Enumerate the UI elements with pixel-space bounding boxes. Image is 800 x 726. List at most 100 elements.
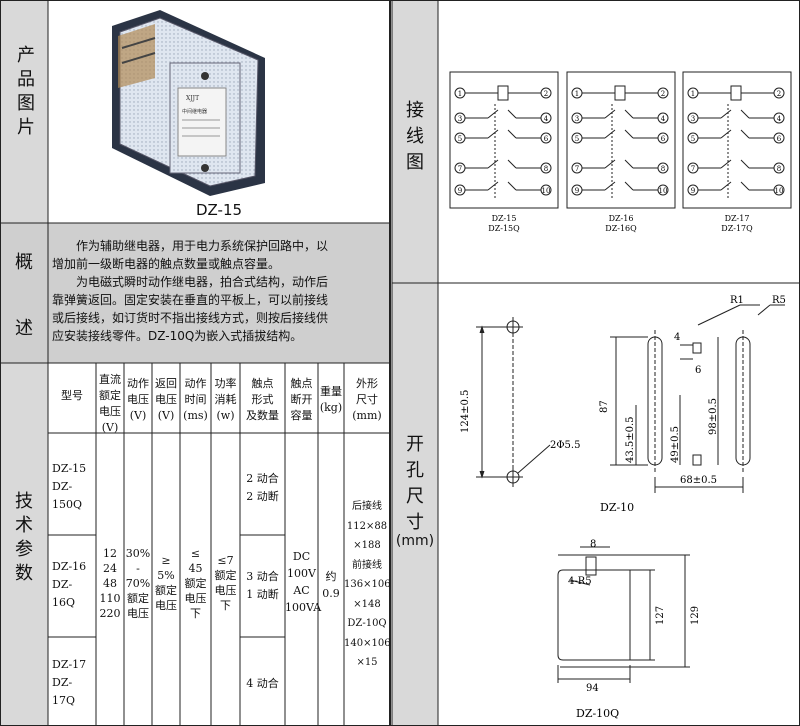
terminal-label: 1	[691, 90, 695, 98]
dz10-dim-4: 4	[674, 332, 680, 343]
terminal-label: 1	[575, 90, 579, 98]
wiring-caption: DZ-15	[492, 214, 517, 223]
terminal-label: 9	[575, 187, 579, 195]
terminal-label: 3	[575, 115, 579, 123]
dz10-slots	[610, 304, 785, 493]
coil	[730, 85, 742, 101]
dz10q-corner: 4-R5	[568, 576, 592, 587]
dz10-dim-124: 124±0.5	[460, 390, 471, 433]
cutout-label-2: 孔	[406, 460, 424, 481]
wiring-label-1: 接	[406, 100, 424, 121]
terminal-label: 7	[575, 165, 579, 173]
specs-label-1: 技	[15, 491, 33, 512]
nameplate-brand: XJJT	[186, 95, 199, 102]
spec-header-breaking: 触点断开容量	[290, 377, 313, 422]
terminal-label: 7	[691, 165, 695, 173]
terminal-label: 9	[458, 187, 462, 195]
wiring-caption: DZ-17Q	[721, 224, 753, 233]
overview-line: 应安装接线零件。DZ-10Q为嵌入式插拔结构。	[52, 329, 303, 343]
terminal-label: 4	[544, 115, 549, 123]
dz10q-dim-129: 129	[690, 606, 701, 625]
nameplate-title: 中间继电器	[182, 108, 207, 115]
terminal-label: 3	[691, 115, 695, 123]
wiring-caption: DZ-16Q	[605, 224, 637, 233]
terminal-label: 2	[661, 90, 665, 98]
terminal-label: 10	[659, 187, 668, 195]
dz10-hole-layout	[476, 317, 551, 487]
cutout-label-3: 尺	[406, 486, 424, 507]
wiring-label-3: 图	[406, 152, 424, 173]
coil	[497, 85, 509, 101]
cutout-label-4: 寸	[406, 512, 424, 533]
terminal-label: 6	[777, 135, 782, 143]
spec-header-return-voltage: 返回电压(V)	[155, 377, 177, 422]
spec-contacts-dz17: 4 动合	[246, 677, 279, 690]
specs-label-4: 数	[15, 563, 33, 584]
overview-label-2: 述	[15, 318, 33, 339]
dz10-dim-49: 49±0.5	[670, 426, 681, 463]
dz10-dim-68: 68±0.5	[680, 475, 717, 486]
terminal-label: 6	[661, 135, 666, 143]
wiring-label-2: 线	[406, 126, 424, 147]
spec-header-power: 功率消耗(w)	[214, 377, 237, 422]
terminal-label: 2	[777, 90, 781, 98]
terminal-label: 4	[777, 115, 782, 123]
terminal-label: 3	[458, 115, 462, 123]
dz10-caption: DZ-10	[600, 501, 634, 514]
terminal-label: 10	[542, 187, 551, 195]
product-model-caption: DZ-15	[195, 201, 243, 219]
cutout-label: 开 孔 尺 寸	[392, 432, 438, 536]
terminal-label: 5	[458, 135, 462, 143]
dz10-dim-87: 87	[599, 400, 610, 413]
terminal-label: 8	[661, 165, 665, 173]
terminal-label: 5	[575, 135, 579, 143]
terminal-label: 6	[544, 135, 549, 143]
overview-text: 作为辅助继电器，用于电力系统保护回路中，以 增加前一级断电器的触点数量或触点容量…	[52, 237, 388, 345]
overview-label-1: 概	[15, 252, 33, 273]
dz10-dim-6: 6	[695, 365, 701, 376]
spec-header-action-voltage: 动作电压(V)	[127, 377, 149, 422]
spec-header-model: 型号	[61, 389, 83, 402]
specs-label-2: 术	[15, 515, 33, 536]
spec-header-weight: 重量(kg)	[319, 385, 343, 414]
dz10q-caption: DZ-10Q	[576, 707, 619, 720]
spec-return-voltage: ≥5%额定电压	[155, 554, 177, 612]
relay-product-photo: XJJT 中间继电器	[112, 10, 265, 196]
overview-line: 为电磁式瞬时动作继电器，拍合式结构，动作后	[76, 275, 329, 289]
cutout-label-1: 开	[406, 434, 424, 455]
dz10-r5: R5	[772, 295, 786, 306]
overview-line: 增加前一级断电器的触点数量或触点容量。	[52, 257, 281, 271]
specs-label-3: 参	[15, 539, 33, 560]
terminal-label: 9	[691, 187, 695, 195]
overview-line: 或后接线，如订货时不指出接线方式，则按后接线供	[52, 311, 329, 325]
terminal-label: 7	[458, 165, 462, 173]
specs-label: 技 术 参 数	[0, 490, 48, 586]
spec-header-contacts: 触点形式及数量	[246, 377, 279, 422]
coil	[614, 85, 626, 101]
terminal-label: 5	[691, 135, 695, 143]
dz10-r1: R1	[730, 295, 744, 306]
dz10q-dim-8: 8	[590, 539, 596, 550]
terminal-label: 1	[458, 90, 462, 98]
dz10q-dim-94: 94	[586, 683, 599, 694]
dz10-dim-43: 43.5±0.5	[625, 416, 636, 463]
cutout-unit: (mm)	[395, 533, 435, 549]
spec-header-dc-voltage: 直流额定电压(V)	[99, 373, 121, 434]
terminal-label: 10	[775, 187, 784, 195]
wiring-label: 接 线 图	[392, 98, 438, 176]
